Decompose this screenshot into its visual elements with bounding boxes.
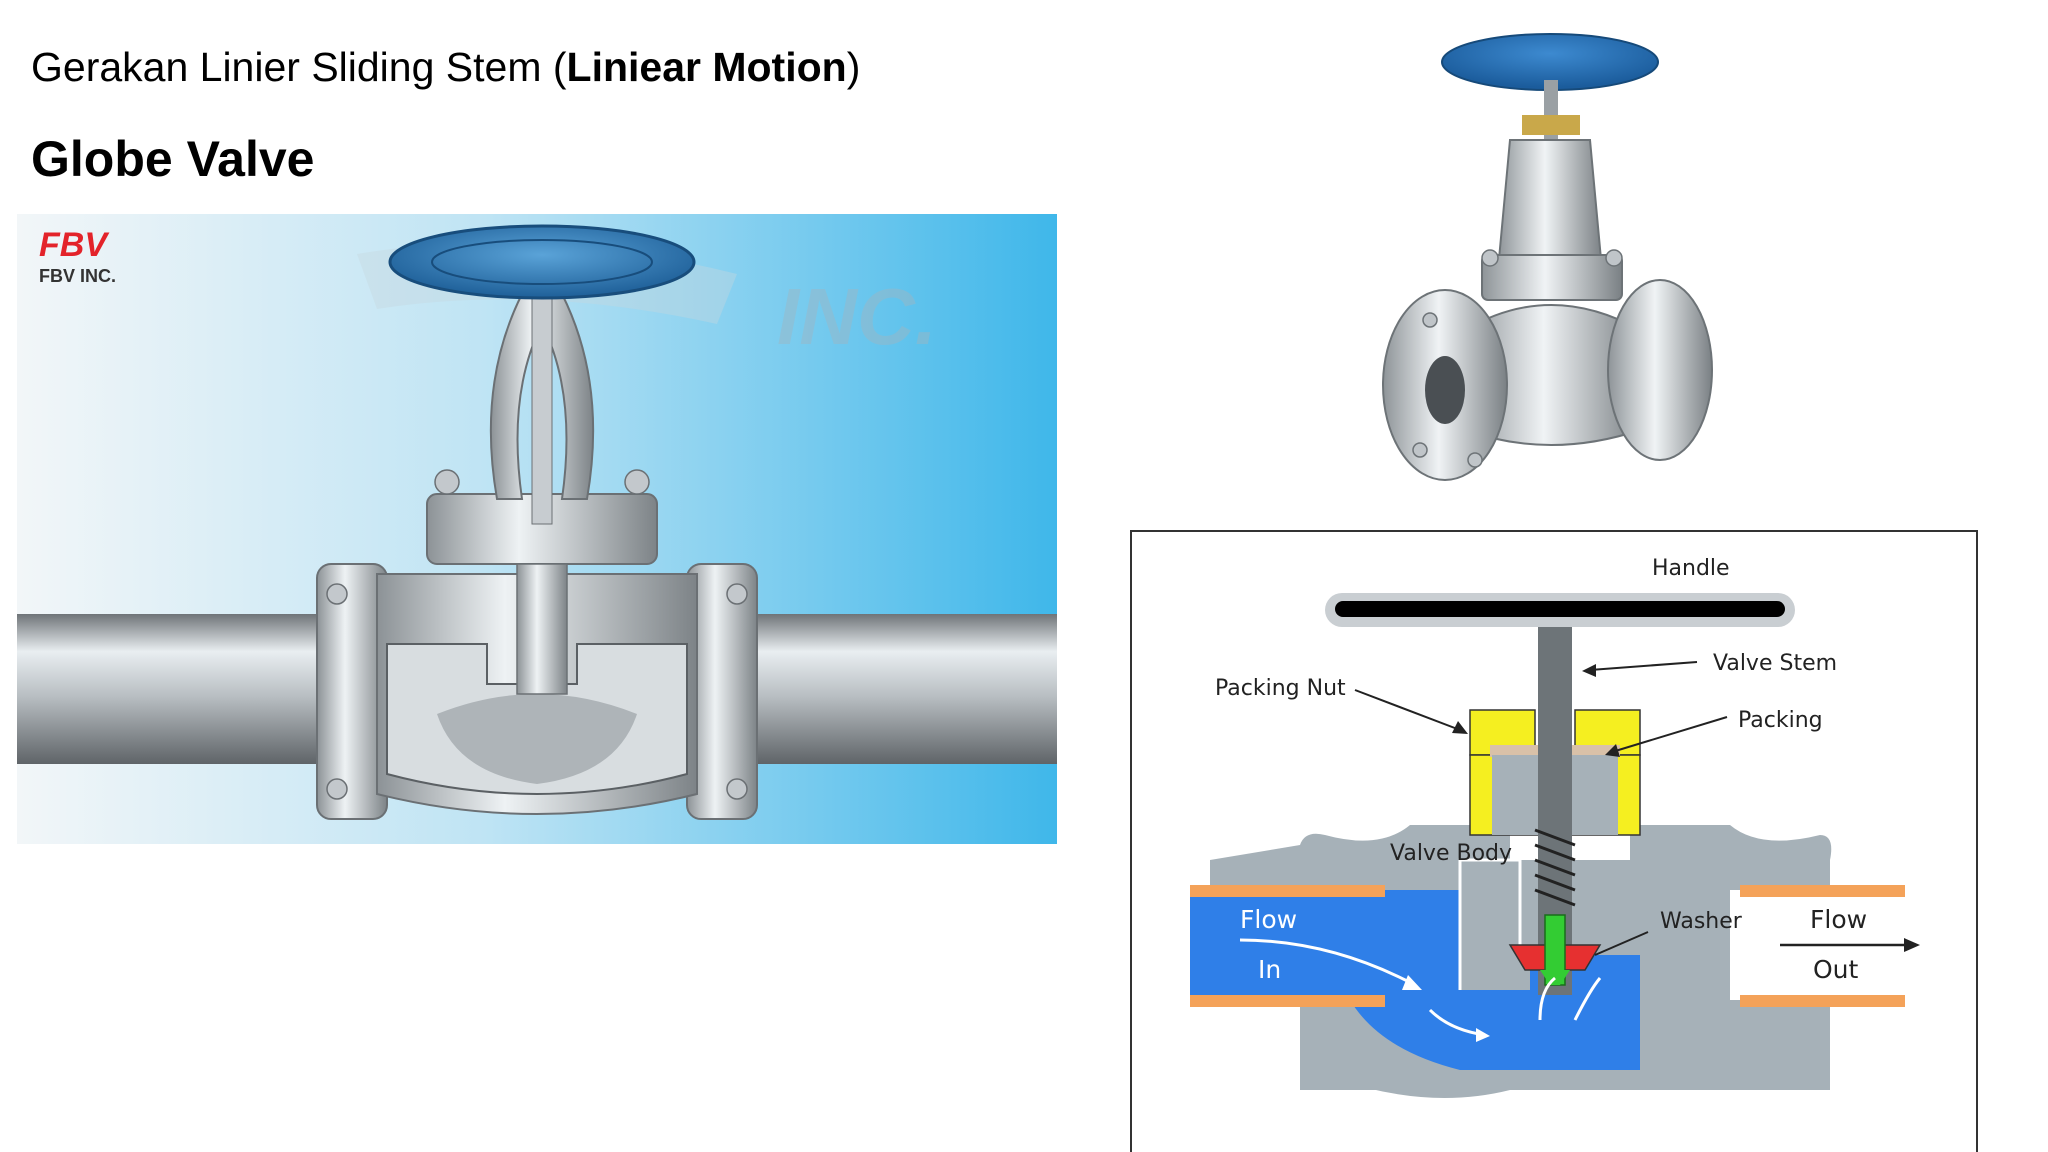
- label-flow-in-1: Flow: [1240, 905, 1297, 934]
- subtitle-prefix: Gerakan Linier Sliding Stem (: [31, 44, 567, 90]
- watermark-text: INC.: [777, 272, 937, 361]
- inlet-pipe-top: [1190, 885, 1385, 897]
- label-valve-stem: Valve Stem: [1713, 651, 1837, 676]
- globe-valve-product-photo: [1370, 30, 1730, 500]
- schematic-svg: Handle Valve Stem Packing Nut Packing Va…: [1130, 530, 1978, 1152]
- globe-valve-cutaway-photo: INC. FBV FBV INC.: [17, 214, 1057, 844]
- cutaway-illustration: INC. FBV FBV INC.: [17, 214, 1057, 844]
- subtitle-bold: Liniear Motion: [566, 44, 847, 90]
- label-flow-in-2: In: [1258, 955, 1281, 984]
- fbv-logo: FBV FBV INC.: [39, 226, 116, 286]
- label-packing-nut: Packing Nut: [1215, 676, 1346, 701]
- inlet-pipe-bottom: [1190, 995, 1385, 1007]
- fluid-region: [1190, 890, 1640, 1070]
- product-illustration: [1382, 33, 1713, 481]
- globe-valve-schematic: Handle Valve Stem Packing Nut Packing Va…: [1130, 530, 1978, 1152]
- outlet-pipe-bottom: [1740, 995, 1905, 1007]
- fbv-logo-text: FBV: [39, 226, 110, 264]
- label-handle: Handle: [1652, 556, 1730, 581]
- label-flow-out-1: Flow: [1810, 905, 1867, 934]
- label-washer: Washer: [1660, 909, 1743, 934]
- label-valve-body: Valve Body: [1390, 841, 1512, 866]
- subtitle-suffix: ): [846, 44, 861, 90]
- outlet-pipe-top: [1740, 885, 1905, 897]
- fbv-logo-caption: FBV INC.: [39, 266, 116, 286]
- label-packing: Packing: [1738, 708, 1823, 733]
- slide-title: Globe Valve: [31, 131, 315, 187]
- label-flow-out-2: Out: [1813, 955, 1859, 984]
- slide-subtitle: Gerakan Linier Sliding Stem (Liniear Mot…: [31, 44, 860, 91]
